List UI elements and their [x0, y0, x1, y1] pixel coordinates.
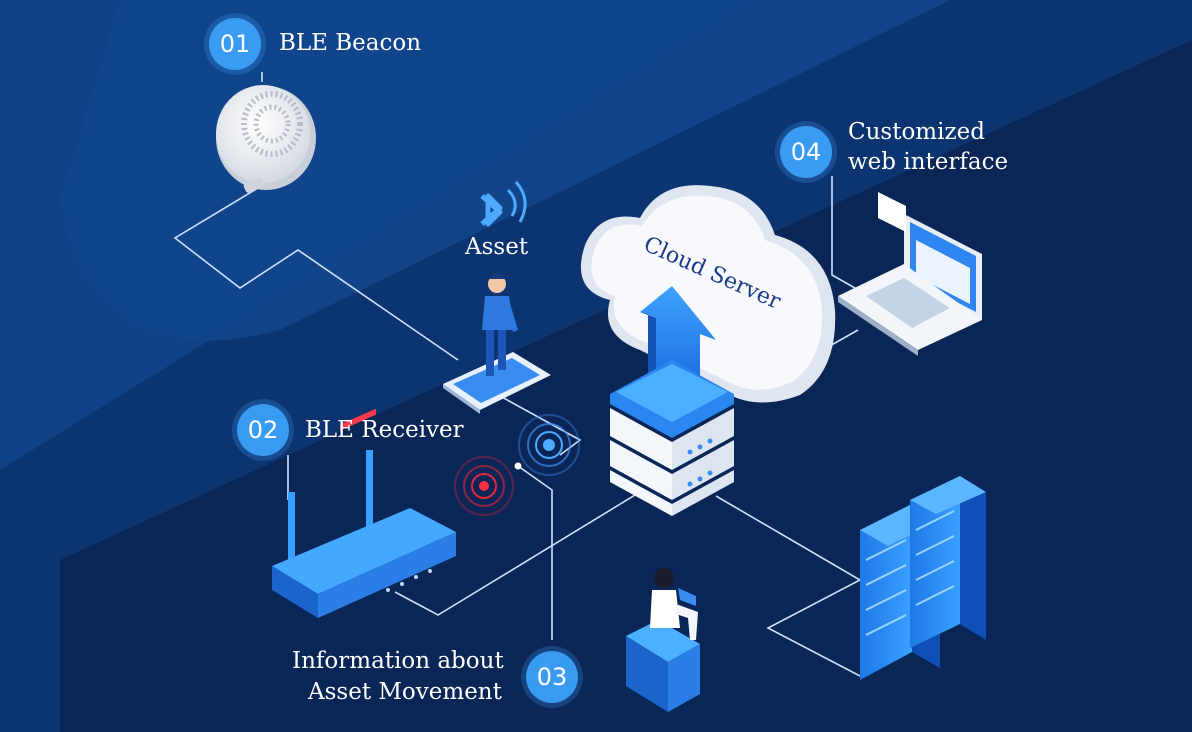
tablet-icon — [443, 352, 551, 414]
connector-dot — [514, 462, 522, 470]
ble-beacon-icon — [216, 85, 316, 193]
connector-beacon-asset — [173, 187, 459, 361]
step-04-label-line1: Customized — [848, 119, 985, 145]
step-01-label: BLE Beacon — [279, 30, 422, 56]
background-shape-panel — [60, 0, 950, 341]
connector-server-rack — [715, 495, 862, 677]
bluetooth-asset-icon — [480, 181, 527, 227]
connector-asset-signal — [499, 395, 582, 456]
server-rack-icon — [860, 476, 986, 680]
step-03-label-line1: Information about — [292, 648, 504, 674]
person-icon — [482, 273, 518, 376]
asset-label: Asset — [465, 234, 529, 260]
step-04-label-line2: web interface — [848, 149, 1009, 175]
step-02-label: BLE Receiver — [305, 417, 464, 443]
connection-lines — [173, 72, 863, 677]
signal-ripple-red-icon — [454, 456, 514, 516]
woman-with-laptop-icon — [626, 568, 700, 712]
server-stack-icon — [610, 360, 734, 516]
router-icon — [272, 408, 456, 618]
connector-web-badge — [831, 176, 863, 293]
step-02-badge: 02 — [237, 404, 289, 456]
connector-receiver-server — [394, 491, 641, 616]
connector-info-badge — [517, 465, 553, 640]
step-03-label-line2: Asset Movement — [308, 679, 502, 705]
background-shape-corner — [0, 560, 60, 732]
signal-ripple-icon — [518, 414, 580, 476]
step-01-badge: 01 — [209, 18, 261, 70]
laptop-icon — [838, 192, 982, 356]
step-03-badge: 03 — [526, 651, 578, 703]
step-04-badge: 04 — [780, 126, 832, 178]
